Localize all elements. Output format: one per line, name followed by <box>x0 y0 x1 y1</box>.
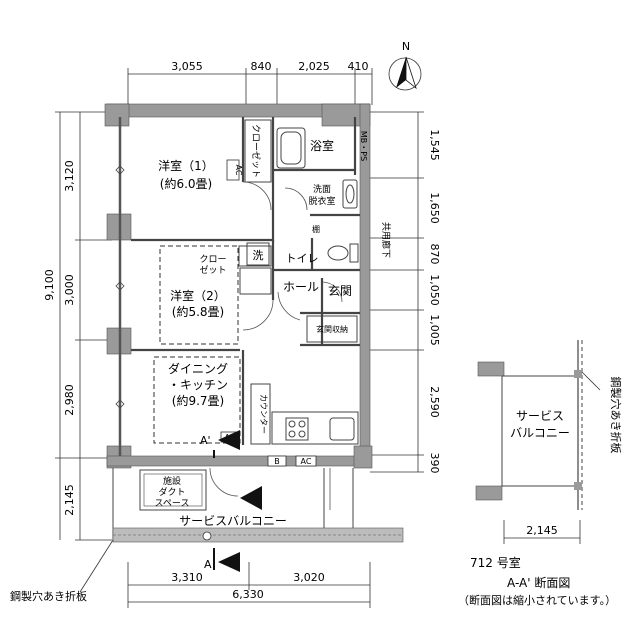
duct-line2: ダクト <box>158 486 185 498</box>
north-label: N <box>402 40 410 53</box>
duct-line3: スペース <box>155 499 190 509</box>
washroom-line1: 洗面 <box>313 183 331 195</box>
doors <box>209 181 343 510</box>
section-balcony-line1: サービス <box>516 409 564 423</box>
kitchen-counter <box>271 411 359 445</box>
bottom-dim-1: 3,310 <box>171 571 203 584</box>
top-dim-4: 410 <box>348 60 369 73</box>
window-marks <box>115 165 125 409</box>
closet1-label: クローゼット <box>250 124 262 178</box>
left-dim-1: 3,120 <box>63 160 76 192</box>
top-dim-3: 2,025 <box>298 60 330 73</box>
shelf-label: 棚 <box>312 224 320 234</box>
interior-walls <box>131 117 360 445</box>
balcony-floor <box>112 527 404 543</box>
section-mark-a-icon <box>213 548 240 572</box>
right-dim-4: 1,050 <box>428 274 441 306</box>
section-title: A-A' 断面図 <box>507 575 570 590</box>
bathtub-icon <box>276 127 306 169</box>
left-dim-4: 2,145 <box>63 484 76 516</box>
dk-line1: ダイニング <box>168 361 228 376</box>
left-dim-3: 2,980 <box>63 384 76 416</box>
b-mark: B <box>274 457 280 466</box>
right-dim-6: 2,590 <box>428 386 441 418</box>
entrance-label: 玄関 <box>328 283 352 298</box>
bedroom1-name: 洋室（1） <box>158 158 214 173</box>
section-note: （断面図は縮小されています。） <box>458 593 616 607</box>
dk-line2: ・キッチン <box>168 378 228 392</box>
section-mark-a-prime-icon <box>213 430 240 458</box>
counter-label: カウンター <box>259 394 268 434</box>
steel-plate-leader <box>79 539 114 593</box>
toilet-label: トイレ <box>286 252 319 265</box>
top-dimensions <box>127 68 373 105</box>
section-dimension <box>503 520 581 544</box>
dk-size: (約9.7畳) <box>172 393 224 408</box>
bedroom2-name: 洋室（2） <box>170 288 226 303</box>
right-dim-3: 870 <box>428 244 441 265</box>
left-dim-total: 9,100 <box>43 269 56 301</box>
left-dim-2: 3,000 <box>63 274 76 306</box>
washbasin-icon <box>342 179 358 209</box>
right-dim-1: 1,545 <box>428 129 441 161</box>
dashed-outlines <box>153 245 241 444</box>
bottom-dimensions <box>127 562 371 608</box>
ac-mark-1: AC <box>234 165 243 176</box>
left-dimensions <box>55 111 112 541</box>
mbps-label: MB・PS <box>359 131 368 161</box>
right-dim-7: 390 <box>428 453 441 474</box>
right-dim-2: 1,650 <box>428 192 441 224</box>
bedroom2-size: (約5.8畳) <box>172 304 224 319</box>
unit-label: 712 号室 <box>470 555 521 570</box>
section-label-a: A <box>204 558 212 571</box>
top-dim-1: 3,055 <box>171 60 203 73</box>
section-mark-center-icon <box>240 486 262 510</box>
steel-plate-label: 鋼製穴あき折板 <box>10 589 87 603</box>
north-arrow-icon <box>388 56 422 91</box>
washing-machine-icon <box>246 242 270 266</box>
right-dim-5: 1,005 <box>428 314 441 346</box>
corridor-label: 共用廊下 <box>380 222 392 258</box>
wash-label: 洗 <box>253 249 264 262</box>
toilet-icon <box>327 243 359 263</box>
section-drawing <box>475 340 601 510</box>
drain-icon <box>202 531 212 541</box>
closet2-line2: ゼット <box>199 264 226 276</box>
right-dimensions <box>370 111 424 473</box>
section-balcony-line2: バルコニー <box>510 426 570 440</box>
duct-line1: 施設 <box>163 475 181 487</box>
closet2-line1: クロー <box>199 254 226 265</box>
bottom-dim-total: 6,330 <box>232 588 264 601</box>
hall-label: ホール <box>283 280 319 294</box>
shoe-storage-label: 玄関収納 <box>316 324 348 334</box>
bedroom1-size: (約6.0畳) <box>160 176 212 191</box>
section-label-a-prime: A' <box>200 434 211 447</box>
washroom-line2: 脱衣室 <box>308 195 335 207</box>
top-dim-2: 840 <box>251 60 272 73</box>
bottom-dim-2: 3,020 <box>293 571 325 584</box>
bath-label: 浴室 <box>310 138 334 153</box>
section-dim: 2,145 <box>526 524 558 537</box>
section-steel-plate-label: 鋼製穴あき折板 <box>609 377 623 454</box>
closets <box>238 119 358 445</box>
balcony-label: サービスバルコニー <box>179 514 287 528</box>
ac-mark-3: AC <box>301 457 312 466</box>
